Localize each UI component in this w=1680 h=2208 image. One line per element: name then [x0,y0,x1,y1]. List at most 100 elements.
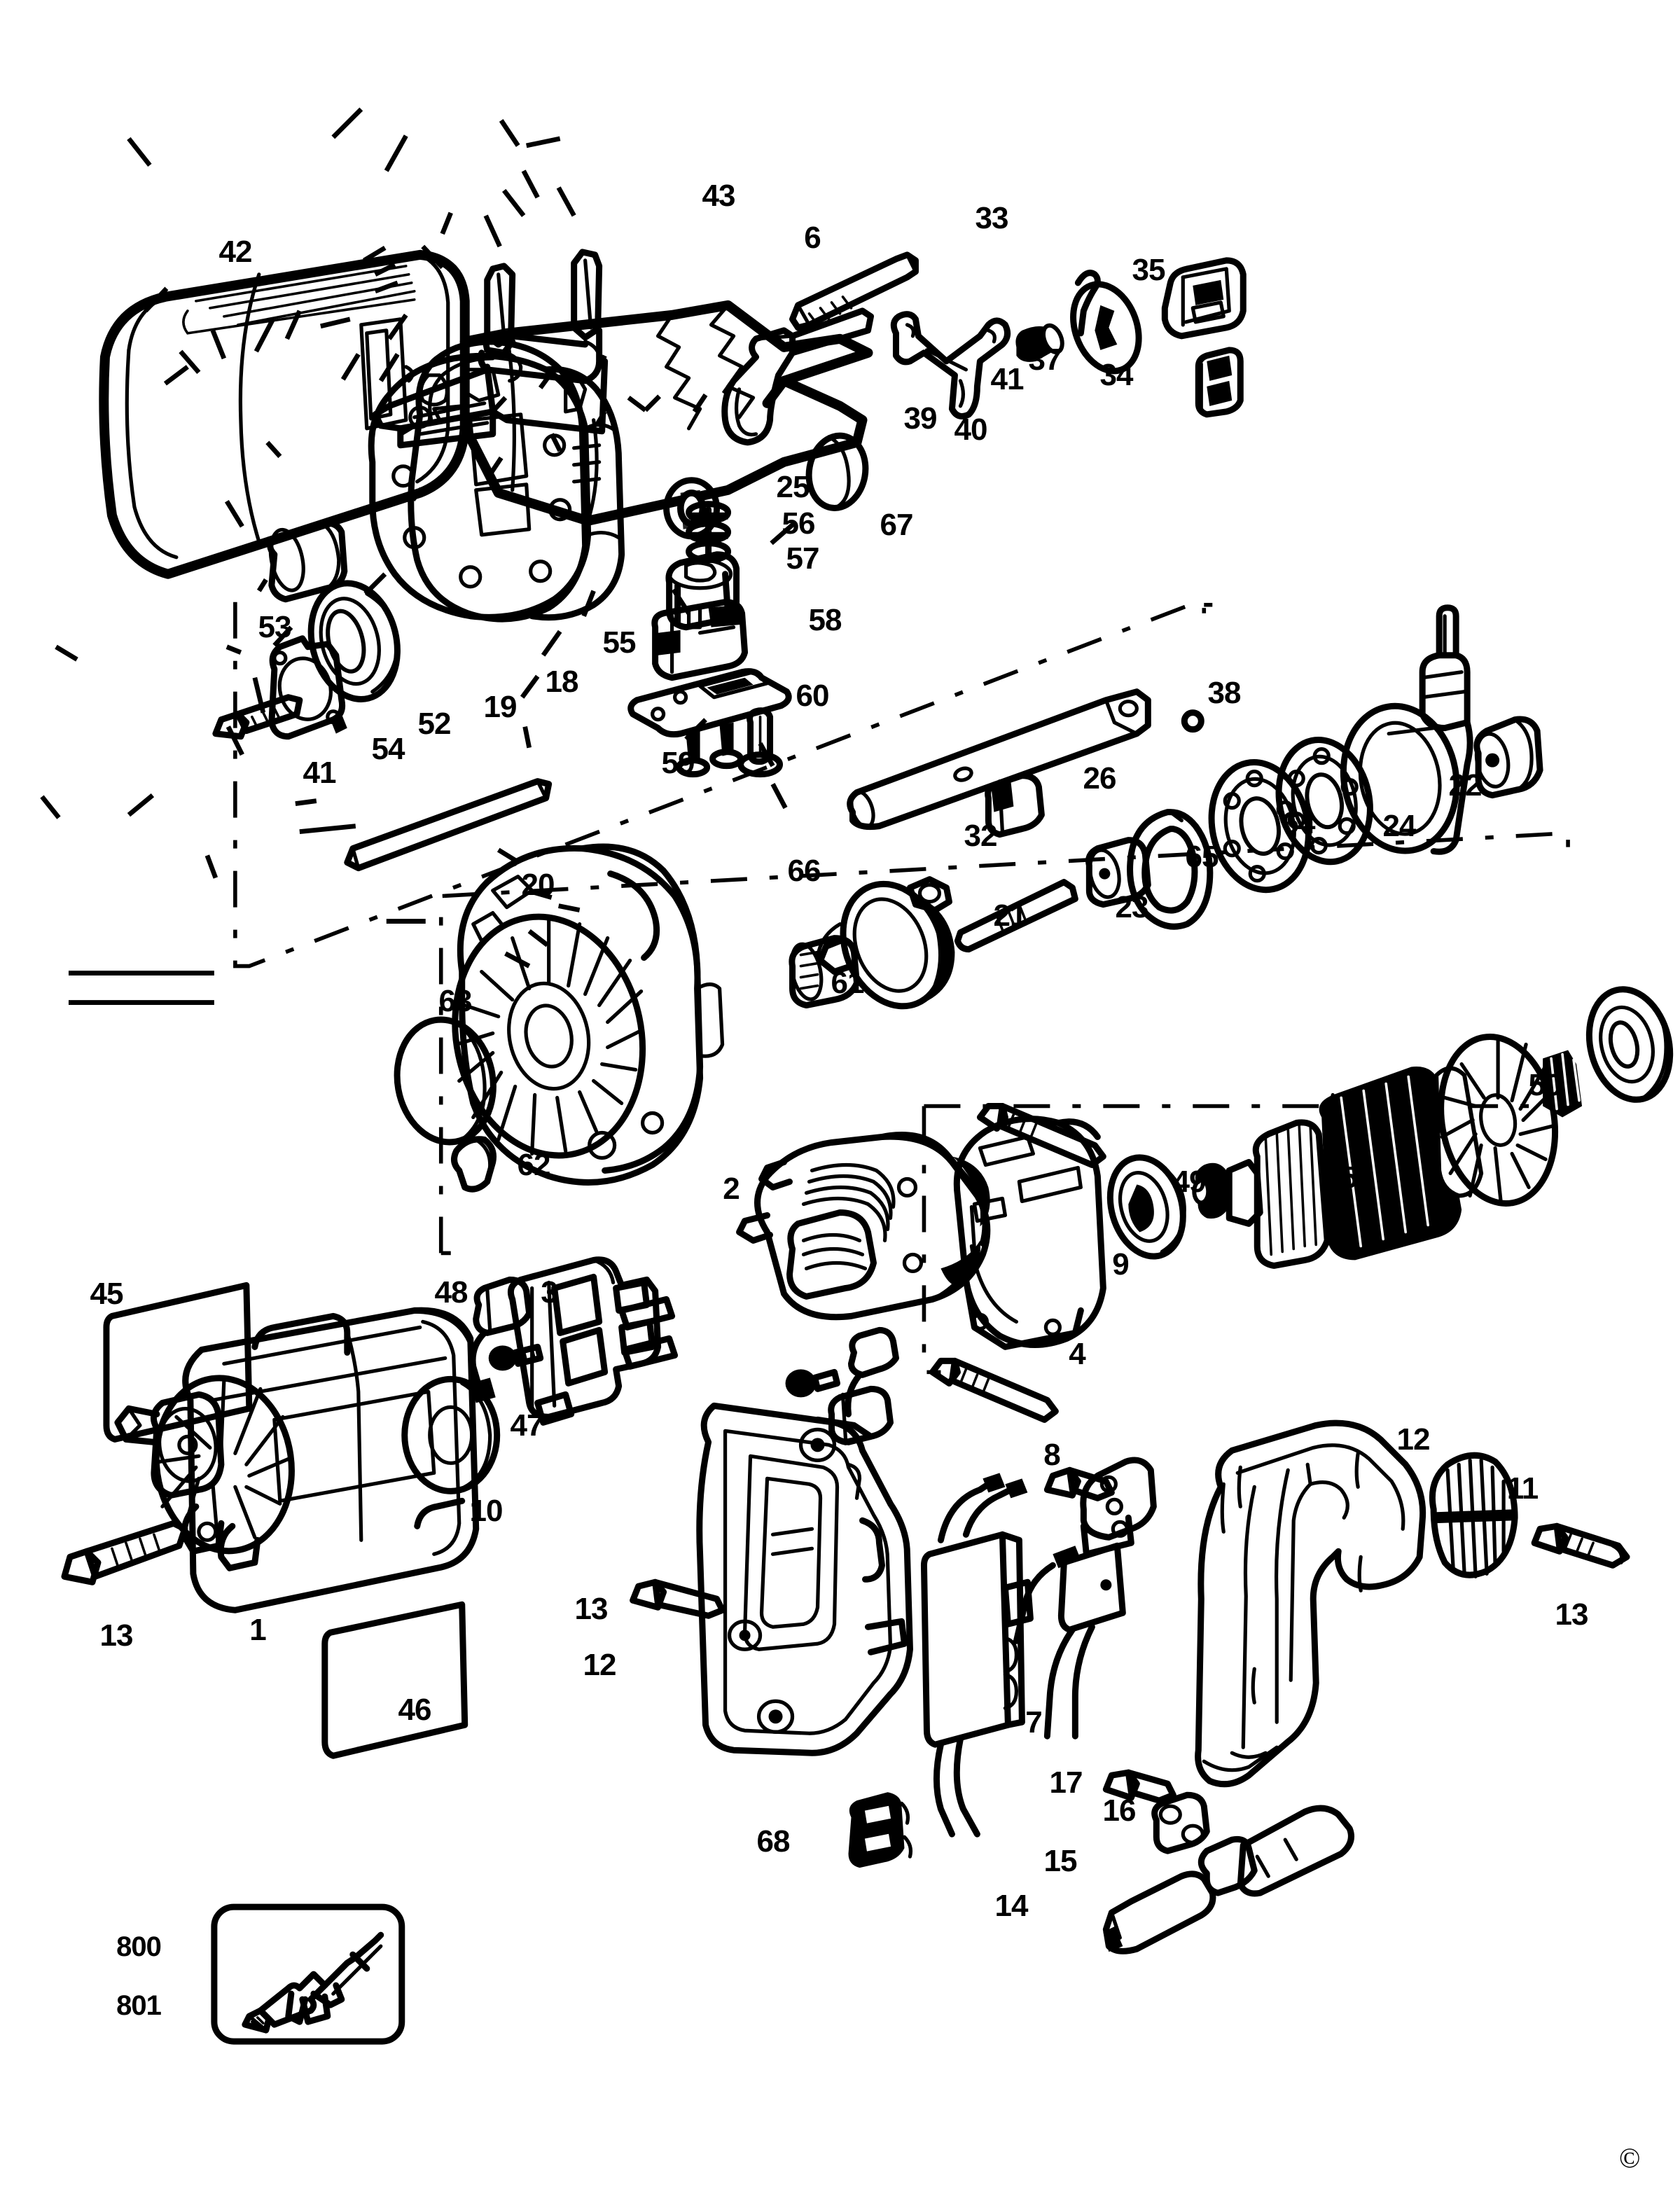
callout-screw: 13 [1555,1597,1589,1632]
callout-housing-cover: 42 [218,235,253,269]
part-26-ram-shaft [847,688,1151,831]
callout-gear-housing: 20 [521,868,555,902]
callout-nut: 25 [776,470,810,504]
callout-service-tool: 800 [116,1931,162,1962]
callout-lever-block: 35 [1132,253,1166,287]
part-62-plug [451,1136,497,1193]
part-67-cap [805,432,869,511]
callout-retainer-plate: 54 [371,732,405,766]
part-24-yoke [1340,604,1473,855]
part-40-link-arm [890,311,1011,419]
callout-fan-baffle: 10 [469,1494,504,1528]
part-68-connector [848,1792,913,1868]
callout-brush: 48 [434,1275,468,1310]
part-6-screw-long [789,251,919,331]
part-55-clamp-block [651,599,749,681]
part-61-needle-bearing [789,935,860,1009]
callout-cord: 14 [994,1889,1029,1923]
callout-spring: 56 [782,506,816,541]
callout-needle-bearing: 61 [831,966,865,1000]
callout-ball: 38 [1207,676,1242,710]
callout-bearings: 64 [1282,806,1316,840]
part-3-brush-holder [507,1256,679,1426]
callout-cord-protector: 15 [1043,1844,1078,1878]
callout-cord-clamp: 16 [1102,1793,1137,1828]
callout-roller: 22 [1448,768,1483,803]
copyright-icon: © [1619,2142,1641,2174]
part-2-field [736,1132,991,1321]
callout-snap-ring: 65 [1185,840,1219,874]
callout-latch: 34 [1099,358,1134,392]
callout-collar: 32 [964,819,998,853]
callout-brush-holder-assembly: 3 [541,1275,558,1310]
callout-handle-half-left: 12 [583,1648,617,1682]
callout-key: 66 [787,854,821,888]
part-38-ball [1181,709,1205,733]
callout-spacer: 23 [1115,890,1149,924]
part-20-gear-housing [452,843,725,1186]
callout-screw-cord: 17 [1049,1765,1083,1800]
part-11-end-cap [1429,1452,1518,1578]
callout-gear-case: 18 [545,665,579,699]
leader-lines [40,107,796,1005]
part-10-fan-baffle [401,1375,501,1494]
part-46-label [321,1601,468,1759]
part-8-screw-switch [1043,1466,1115,1501]
callout-screws: 59 [661,746,695,780]
callout-label-rating: 46 [398,1693,432,1727]
part-50-bearing-rear [1585,986,1674,1103]
callout-switch: 7 [1025,1705,1043,1740]
callout-baffle: 9 [1112,1247,1130,1282]
part-59-screws [676,722,744,778]
part-15-cord-protector [1197,1805,1354,1897]
callout-pin: 41 [990,362,1025,396]
callout-bearing-front: 49 [1172,1165,1207,1199]
callout-pinion-shaft: 21 [993,898,1027,933]
callout-screw: 41 [303,756,337,790]
part-9-baffle [953,1116,1106,1350]
part-33-spring-clip [1074,270,1101,337]
part-17-screw-cord [1102,1769,1176,1804]
part-13c-screw-motor [61,1520,188,1585]
part-65-snap-ring [1127,809,1214,930]
part-66-key [344,778,553,872]
callout-terminal: 47 [510,1408,544,1443]
callout-screw: 13 [574,1592,609,1626]
callout-bearing-rear: 50 [1528,1068,1562,1102]
part-1-motor-assembly [114,1307,480,1613]
callout-cap: 67 [880,508,914,542]
callout-bushing: 57 [786,541,820,576]
part-47-terminal [488,1343,544,1371]
callout-washer: 37 [1028,342,1062,377]
part-12b-handle-half-left [696,1402,913,1756]
callout-yoke: 24 [1382,809,1417,843]
callout-motor-assembly: 1 [249,1613,267,1647]
callout-field: 2 [723,1172,740,1206]
part-13b-screw-handle [630,1578,726,1619]
part-800-801-service-tool-box [211,1903,405,2045]
callout-screw-motor: 4 [1069,1337,1086,1371]
callout-plate: 58 [808,603,842,637]
callout-screw: 13 [99,1618,134,1653]
callout-sleeve: 53 [258,610,292,644]
part-63-o-ring [394,1016,497,1146]
callout-handle-half-right: 12 [1396,1422,1431,1457]
callout-armature: 5 [1340,1160,1358,1195]
callout-clamp-block: 55 [602,625,637,660]
callout-screw-switch: 8 [1043,1438,1061,1472]
part-41-pin [1015,323,1064,362]
callout-pin-stud: 60 [796,679,830,713]
part-21-pinion-shaft [815,876,1078,1010]
group-boundary-middle [438,831,1570,1256]
part-64-bearings [1208,737,1373,894]
part-60-pin-stud [737,707,784,778]
group-boundary-upper [233,602,1213,968]
part-14-cord [1102,1870,1216,1954]
part-58-plate [627,668,792,738]
part-56-spring [686,501,732,564]
part-7-switch [920,1473,1034,1838]
part-37-washer [1070,281,1142,375]
part-45-label [103,1282,253,1443]
brush-assembly-right [785,1326,899,1445]
